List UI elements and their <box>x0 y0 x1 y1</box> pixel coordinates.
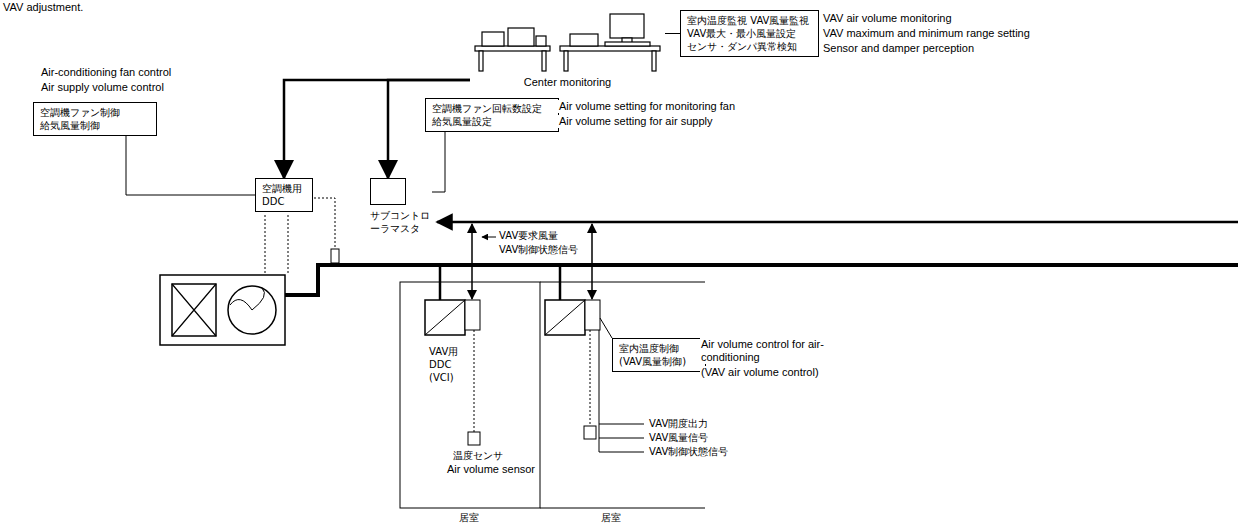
callout-box: 空調機ファン回転数設定 給気風量設定 <box>425 98 559 132</box>
sub-controller: サブコントローラマスタ <box>370 178 432 235</box>
branch-duct <box>559 265 562 300</box>
fan-symbol <box>228 286 276 334</box>
vav-controller <box>585 300 600 330</box>
desk-group <box>475 14 660 71</box>
vav-unit <box>545 300 585 335</box>
annotation-label: VAV要求風量 <box>498 229 559 242</box>
node-text: 室内温度監視 VAV風量監視 VAV最大・最小風量設定 センサ・ダンパ異常検知 <box>687 14 812 53</box>
leader-line <box>600 318 612 338</box>
annotation-label: 居室 <box>458 511 480 524</box>
leader-line <box>432 132 445 192</box>
branch-duct <box>439 265 442 300</box>
annotation-label: VAV制御状態信号 <box>498 243 579 256</box>
callout-box: 室内温度制御 (VAV風量制御) <box>612 338 706 372</box>
ddc-controller: 空調機用 DDC <box>255 178 313 212</box>
annotation-label: VAV adjustment. <box>2 1 84 14</box>
equipment-shape <box>536 36 546 46</box>
annotation-label: (VAV air volume control) <box>700 366 820 379</box>
communication-bus <box>437 221 1238 224</box>
vav-controller <box>465 300 480 330</box>
node-text: 空調機用 DDC <box>262 182 306 208</box>
signal-line <box>591 224 593 299</box>
vav-damper <box>425 300 465 335</box>
sensor-wire <box>590 330 591 426</box>
equipment-shape <box>508 28 534 46</box>
equipment-shape <box>610 14 644 38</box>
coil-cross <box>172 284 216 336</box>
callout-box: 室内温度監視 VAV風量監視 VAV最大・最小風量設定 センサ・ダンパ異常検知 <box>680 10 819 57</box>
annotation-label: Air supply volume control <box>40 81 165 94</box>
annotation-label: 居室 <box>600 511 622 524</box>
supply-duct <box>285 265 1238 295</box>
equipment-shape <box>564 51 568 71</box>
annotation-label: Air volume setting for monitoring fan <box>558 100 736 113</box>
annotation-label: Air volume control for air-conditioning <box>700 338 842 364</box>
annotation-label: Air-conditioning fan control <box>40 66 172 79</box>
equipment-shape <box>605 42 650 46</box>
monitoring-station: Center monitoring <box>470 12 665 88</box>
room-outline <box>540 282 705 508</box>
node-text: 空調機ファン回転数設定 給気風量設定 <box>432 102 552 128</box>
node-text: 室内温度制御 (VAV風量制御) <box>619 342 699 368</box>
controller-box <box>370 178 406 205</box>
callout-box: 空調機ファン制御 給気風量制御 <box>33 102 157 136</box>
temperature-sensor <box>584 426 596 439</box>
equipment-shape <box>652 51 656 71</box>
room-outline <box>400 282 540 508</box>
equipment-shape <box>542 51 546 71</box>
equipment-shape <box>570 34 598 46</box>
leader-line <box>665 33 680 34</box>
annotation-label: VAV用 DDC (VCI) <box>428 345 470 384</box>
annotation-label: Sensor and damper perception <box>822 42 975 55</box>
duct-sensor <box>331 249 339 263</box>
workstation-illustration <box>470 12 665 74</box>
sensor-wire <box>474 330 475 432</box>
node-text: 空調機ファン制御 給気風量制御 <box>40 106 150 132</box>
vav-unit <box>425 300 465 335</box>
node-text: サブコントローラマスタ <box>370 209 432 235</box>
air-handling-unit <box>160 275 285 345</box>
coil-box <box>172 284 216 336</box>
node-text: Center monitoring <box>470 76 665 88</box>
request-arrow <box>482 237 496 238</box>
equipment-shape <box>479 51 483 71</box>
vav-damper <box>545 300 585 335</box>
leader-line <box>126 136 255 195</box>
equipment-shape <box>475 46 550 51</box>
equipment-shape <box>560 46 660 51</box>
annotation-label: Air volume setting for air supply <box>558 115 713 128</box>
equipment-shape <box>482 32 504 46</box>
annotation-label: Air volume sensor <box>446 463 536 476</box>
annotation-label: 温度センサ <box>452 449 504 462</box>
signal-line <box>471 224 473 299</box>
control-wire <box>265 215 288 275</box>
annotation-label: VAV maximum and minimum range setting <box>822 27 1031 40</box>
annotation-label: VAV風量信号 <box>648 431 709 444</box>
annotation-label: VAV制御状態信号 <box>648 445 729 458</box>
temperature-sensor <box>468 432 480 445</box>
fan-blade <box>230 288 264 310</box>
annotation-label: VAV air volume monitoring <box>822 12 953 25</box>
annotation-label: VAV開度出力 <box>648 417 709 430</box>
